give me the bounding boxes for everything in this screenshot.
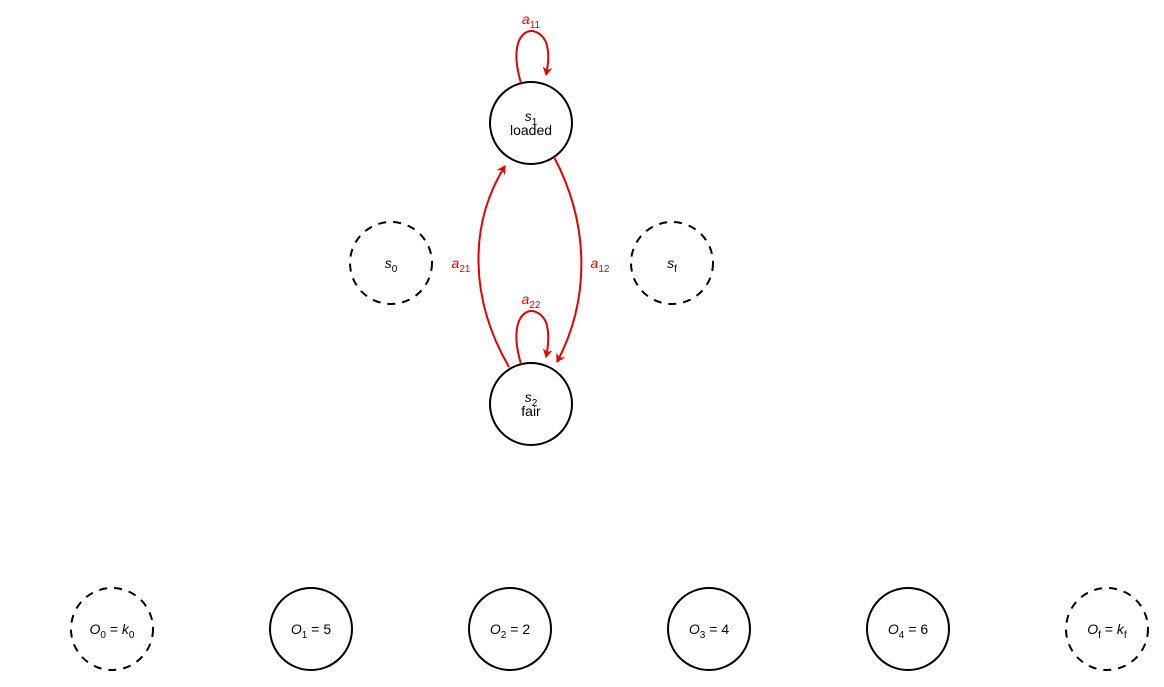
transition-a21-arrow xyxy=(477,165,510,368)
state-s1-symbol: s1 xyxy=(525,108,538,128)
state-s2-name: fair xyxy=(521,403,541,419)
transition-a12-label: a12 xyxy=(591,255,610,275)
observation-f-node xyxy=(1065,587,1149,671)
observation-0-node xyxy=(70,587,154,671)
state-s2-symbol: s2 xyxy=(525,389,538,409)
transition-a22-arrow xyxy=(515,310,553,365)
transition-a21-label: a21 xyxy=(452,255,471,275)
transition-a22-label: a22 xyxy=(522,291,541,311)
transition-a11-label: a11 xyxy=(522,11,541,31)
observation-4: O4 = 6 xyxy=(866,587,950,671)
observation-4-label: O4 = 6 xyxy=(888,621,928,641)
observation-f-label: Of = kf xyxy=(1087,621,1127,641)
state-sf-label: sf xyxy=(667,255,677,275)
observation-3: O3 = 4 xyxy=(667,587,751,671)
observation-3-node xyxy=(667,587,751,671)
observation-f: Of = kf xyxy=(1065,587,1149,671)
observation-2: O2 = 2 xyxy=(468,587,552,671)
observation-2-node xyxy=(468,587,552,671)
observation-3-label: O3 = 4 xyxy=(689,621,729,641)
state-s1-name: loaded xyxy=(510,122,552,138)
observation-4-node xyxy=(866,587,950,671)
observation-2-label: O2 = 2 xyxy=(490,621,530,641)
transition-a11-arrow xyxy=(515,30,553,84)
state-s2-node xyxy=(489,362,573,446)
transition-a12-arrow xyxy=(553,156,583,363)
observation-0: O0 = k0 xyxy=(70,587,154,671)
observation-1: O1 = 5 xyxy=(269,587,353,671)
state-s0-label: s0 xyxy=(385,255,398,275)
state-s1-node xyxy=(489,81,573,165)
state-s0-node xyxy=(349,221,433,305)
observation-0-label: O0 = k0 xyxy=(90,621,135,641)
state-sf-node xyxy=(630,221,714,305)
observation-1-label: O1 = 5 xyxy=(291,621,331,641)
observation-1-node xyxy=(269,587,353,671)
